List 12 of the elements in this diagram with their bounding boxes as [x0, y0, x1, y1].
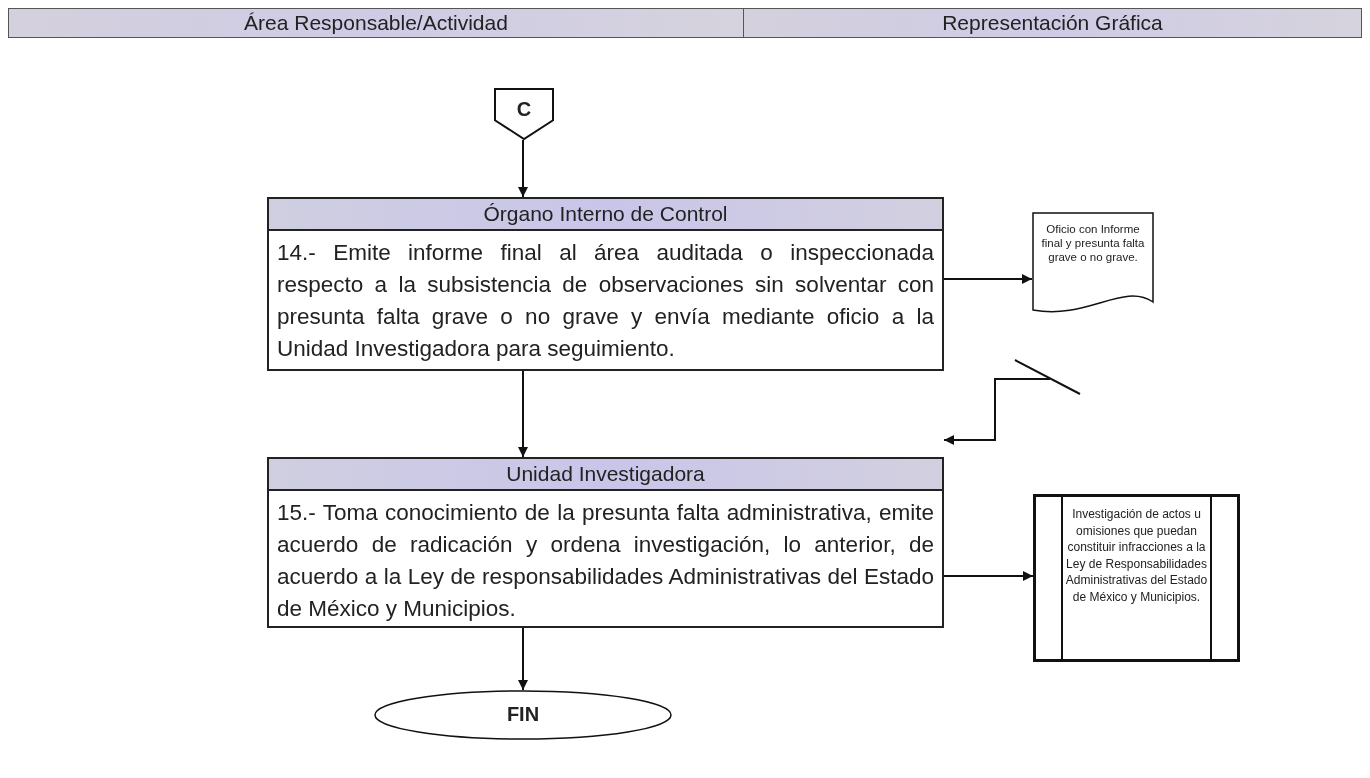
terminator-label: FIN	[505, 703, 541, 726]
activity-description: 14.- Emite informe final al área auditada o inspeccionada respecto a la subsistencia de observaciones sin solventar con presunta falta grave o no grave y envía mediante oficio a la Unidad Investigadora para seguimiento.	[276, 239, 935, 363]
column-header: Área Responsable/Actividad	[8, 8, 744, 38]
activity-description: 15.- Toma conocimiento de la presunta falta administrativa, emite acuerdo de radicación y ordena investigación, lo anterior, de acuerdo a la Ley de responsabilidades Administrativas del Estado de México y Municipios.	[276, 499, 935, 623]
area-title: Unidad Investigadora	[269, 459, 942, 491]
activity-box	[267, 197, 944, 371]
connector-letter: C	[515, 98, 533, 121]
column-header: Representación Gráfica	[743, 8, 1362, 38]
process-text: Investigación de actos u omisiones que puedan constituir infracciones a la Ley de Responsabilidades Administrativas del Estado de México y Municipios.	[1064, 506, 1209, 605]
area-title: Órgano Interno de Control	[269, 199, 942, 231]
document-text: Oficio con Informe final y presunta falta grave o no grave.	[1040, 222, 1146, 264]
activity-box	[267, 457, 944, 628]
